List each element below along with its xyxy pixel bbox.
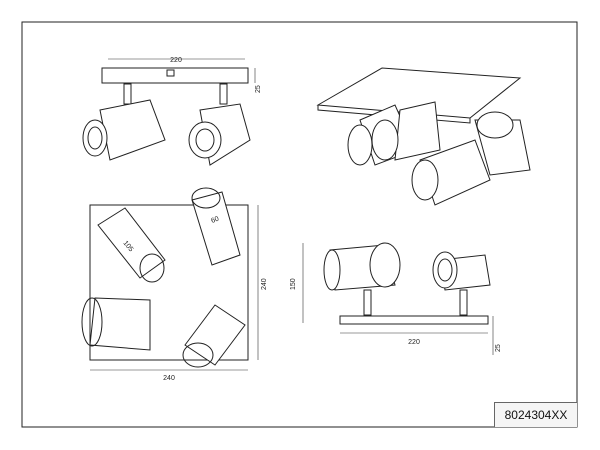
terminal-block — [166, 69, 175, 77]
mounting-plate — [101, 67, 249, 84]
spotlight — [89, 297, 151, 351]
spotlight — [99, 99, 166, 161]
dimension-label-height: 25 — [255, 85, 262, 93]
square-base — [89, 204, 249, 361]
mounting-plate — [339, 315, 489, 325]
dimension-label-height: 240 — [261, 278, 268, 290]
top-view: 240 240 105 60 — [81, 187, 268, 382]
dimension-label-width: 220 — [408, 339, 420, 346]
spotlight — [97, 207, 166, 279]
spotlight — [184, 304, 246, 366]
front-view: 220 25 — [82, 57, 262, 166]
dimension-label-base-height: 25 — [495, 344, 502, 352]
drawing-frame — [21, 21, 578, 428]
product-code-label: 8024304XX — [494, 402, 577, 427]
perspective-view — [316, 67, 531, 206]
dimension-label-diameter: 60 — [210, 216, 220, 225]
dimension-label-height: 150 — [290, 278, 297, 290]
spotlight — [191, 191, 241, 266]
dimension-label-width: 240 — [163, 375, 175, 382]
side-view: 150 220 25 — [290, 242, 502, 355]
dimension-label-width: 220 — [170, 57, 182, 64]
